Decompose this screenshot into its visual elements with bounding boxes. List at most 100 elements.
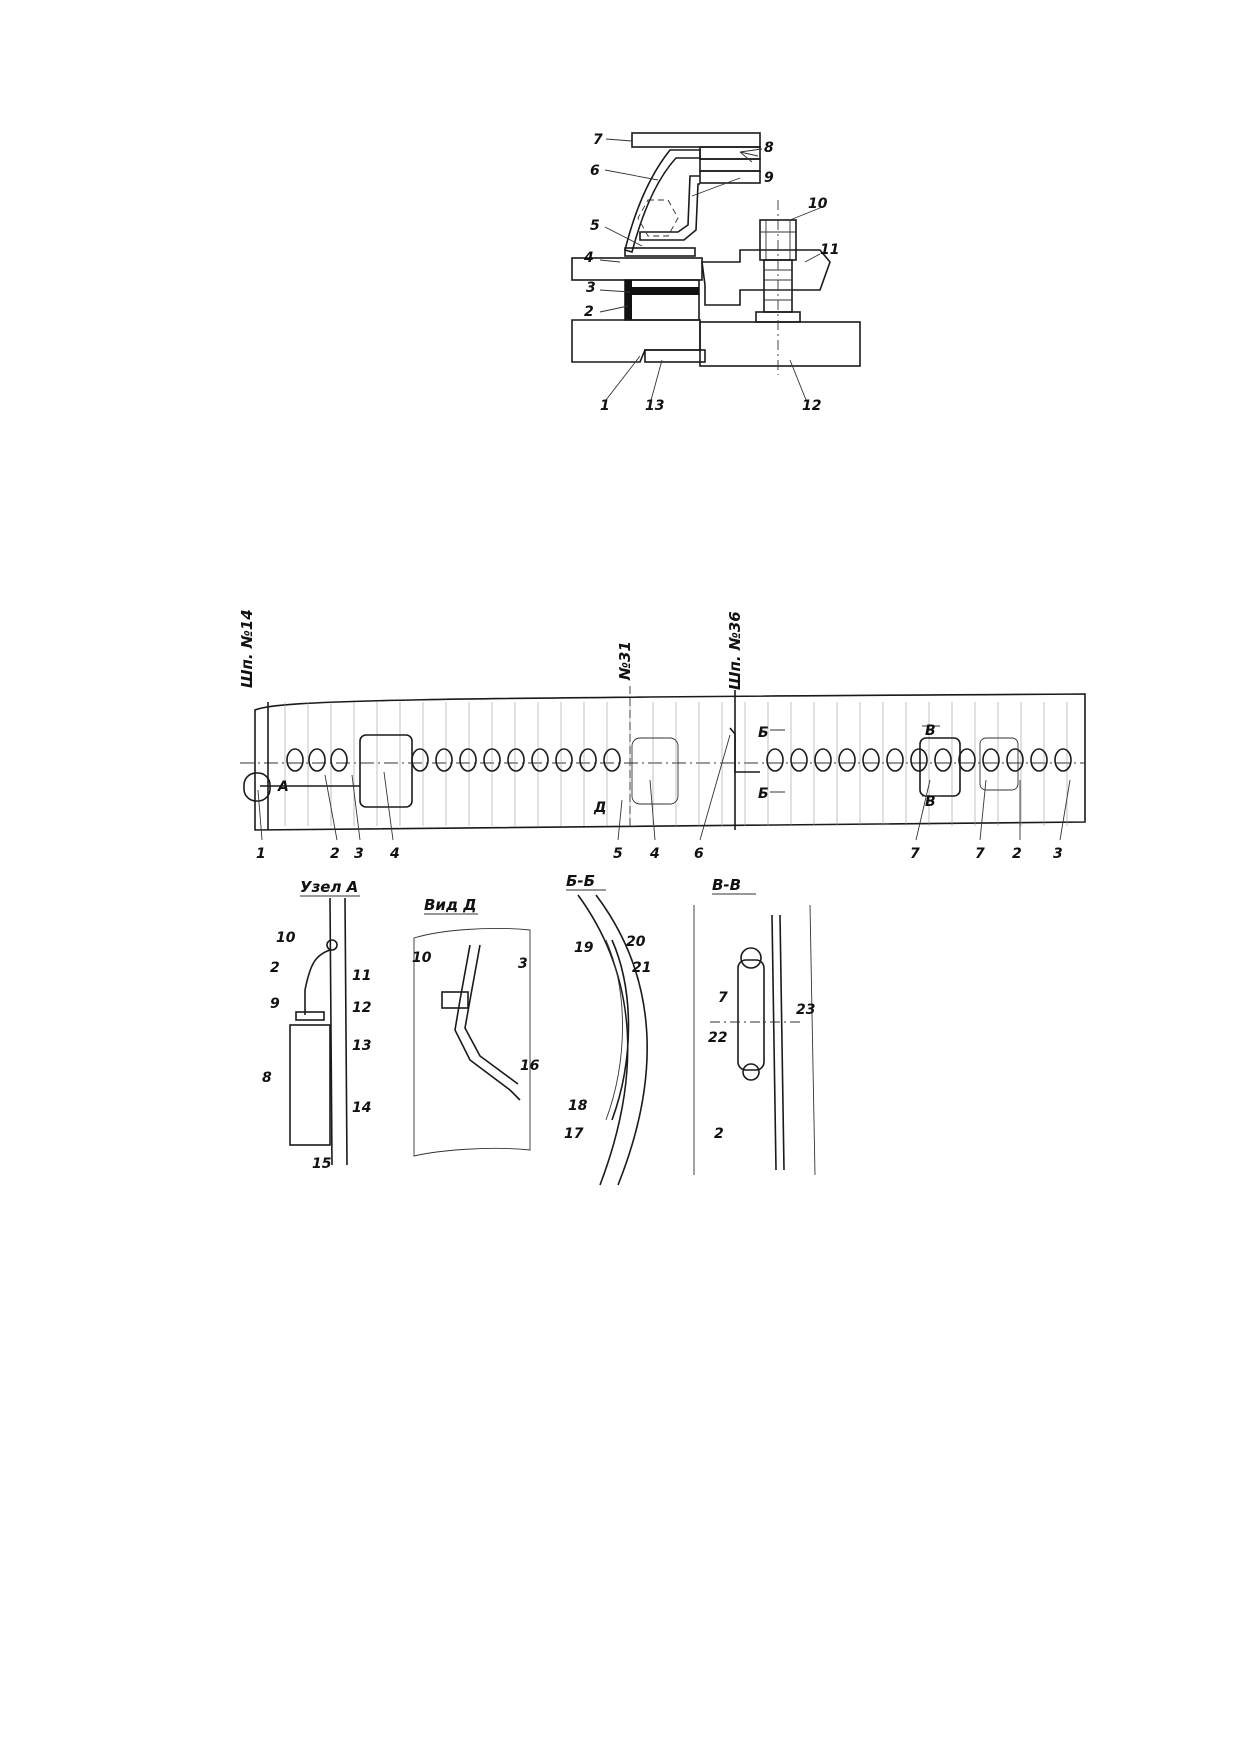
uzel-a-label-12: 12 [352,1000,371,1016]
top-label-10: 10 [808,196,828,212]
top-label-6: 6 [590,163,600,179]
vv-label-7: 7 [718,990,728,1006]
window-porthole [330,748,348,772]
uzel-a-label-8: 8 [262,1070,272,1086]
uzel-a-tube [304,949,331,1015]
top-label-1: 1 [600,398,610,414]
callout-4b: 4 [649,846,660,862]
window-porthole [579,748,597,772]
uzel-a-seal-block [289,1024,331,1146]
window-porthole [411,748,429,772]
window-porthole [603,748,621,772]
part-12-base [699,321,861,367]
top-label-9: 9 [764,170,774,186]
window-porthole [507,748,525,772]
part-8-plate [699,170,761,184]
section-mark-b-top: Б [758,725,769,741]
window-porthole [910,748,928,772]
window-porthole [1006,748,1024,772]
part-2-seal [632,287,699,295]
top-section-figure: 7 8 6 9 10 5 11 4 3 2 1 13 12 [571,132,861,414]
detail-bb-title: Б-Б [566,872,595,890]
vid-d-label-16: 16 [520,1058,540,1074]
callout-6: 6 [694,846,704,862]
window-porthole [790,748,808,772]
vid-d-panel [413,927,531,1157]
detail-uzel-a-title: Узел А [300,878,358,896]
uzel-a-label-9: 9 [270,996,280,1012]
window-porthole [1054,748,1072,772]
top-label-11: 11 [820,242,839,258]
hatch-panel [359,734,413,808]
section-mark-d: Д [593,800,606,816]
node-a-circle [243,772,271,802]
part-5-strip [624,247,696,257]
part-7-plate [631,132,761,148]
window-porthole [838,748,856,772]
detail-section-bb: Б-Б 19 20 21 18 17 [564,872,651,1186]
uzel-a-label-13: 13 [352,1038,371,1054]
bb-label-18: 18 [568,1098,588,1114]
hatch-panel [631,737,679,805]
section-mark-a: А [277,779,289,795]
part-9-bracket [639,175,700,241]
callout-7: 7 [910,846,920,862]
top-label-5: 5 [590,218,600,234]
window-porthole [886,748,904,772]
bb-label-21: 21 [632,960,651,976]
vid-d-tube [454,944,521,1101]
detail-vid-d-title: Вид Д [424,896,477,914]
vid-d-label-10: 10 [412,950,432,966]
callout-2: 2 [330,846,340,862]
top-label-2: 2 [584,304,594,320]
part-6-curved-cover [624,149,701,253]
detail-uzel-a: Узел А 10 2 11 9 12 8 13 14 15 [262,878,371,1172]
vv-skin [771,914,785,1171]
bb-label-19: 19 [574,940,594,956]
callout-5: 5 [613,846,623,862]
window-porthole [958,748,976,772]
callout-3: 3 [354,846,364,862]
detail-vv-title: В-В [712,876,741,894]
top-label-13: 13 [645,398,664,414]
window-porthole [814,748,832,772]
hatch-panel [979,737,1019,791]
window-porthole [982,748,1000,772]
detail-section-vv: В-В 7 23 22 2 [693,876,815,1176]
bb-label-17: 17 [564,1126,584,1142]
uzel-a-skin [329,897,348,1166]
part-11-clamp [701,249,831,306]
vid-d-label-3: 3 [518,956,528,972]
window-porthole [1030,748,1048,772]
vv-element-7 [737,959,765,1071]
part-1-base-glass [571,319,701,363]
dashed-nut-outline [637,199,679,237]
strip-outline [254,693,1086,831]
window-porthole [862,748,880,772]
top-label-7: 7 [593,132,603,148]
element-6-line [729,727,760,773]
top-label-12: 12 [802,398,821,414]
vv-label-2: 2 [714,1126,724,1142]
frame-label-14: Шп. №14 [238,609,256,688]
part-8-pad [699,146,761,160]
bb-label-20: 20 [626,934,646,950]
window-porthole [435,748,453,772]
top-leader-lines [599,138,821,405]
section-mark-v-bottom: В [925,794,936,810]
top-label-8: 8 [764,140,774,156]
window-porthole [766,748,784,772]
uzel-a-label-2: 2 [270,960,280,976]
callout-1: 1 [256,846,266,862]
detail-vid-d: Вид Д 10 3 16 [412,896,540,1157]
section-mark-v-top: В [925,723,936,739]
window-porthole [459,748,477,772]
part-2-seal [625,280,632,320]
bottom-leader-lines [257,734,1071,841]
window-porthole [934,748,952,772]
section-mark-b-bottom: Б [758,786,769,802]
callout-2b: 2 [1012,846,1022,862]
uzel-a-label-15: 15 [312,1156,332,1172]
window-porthole [483,748,501,772]
uzel-a-label-11: 11 [352,968,371,984]
